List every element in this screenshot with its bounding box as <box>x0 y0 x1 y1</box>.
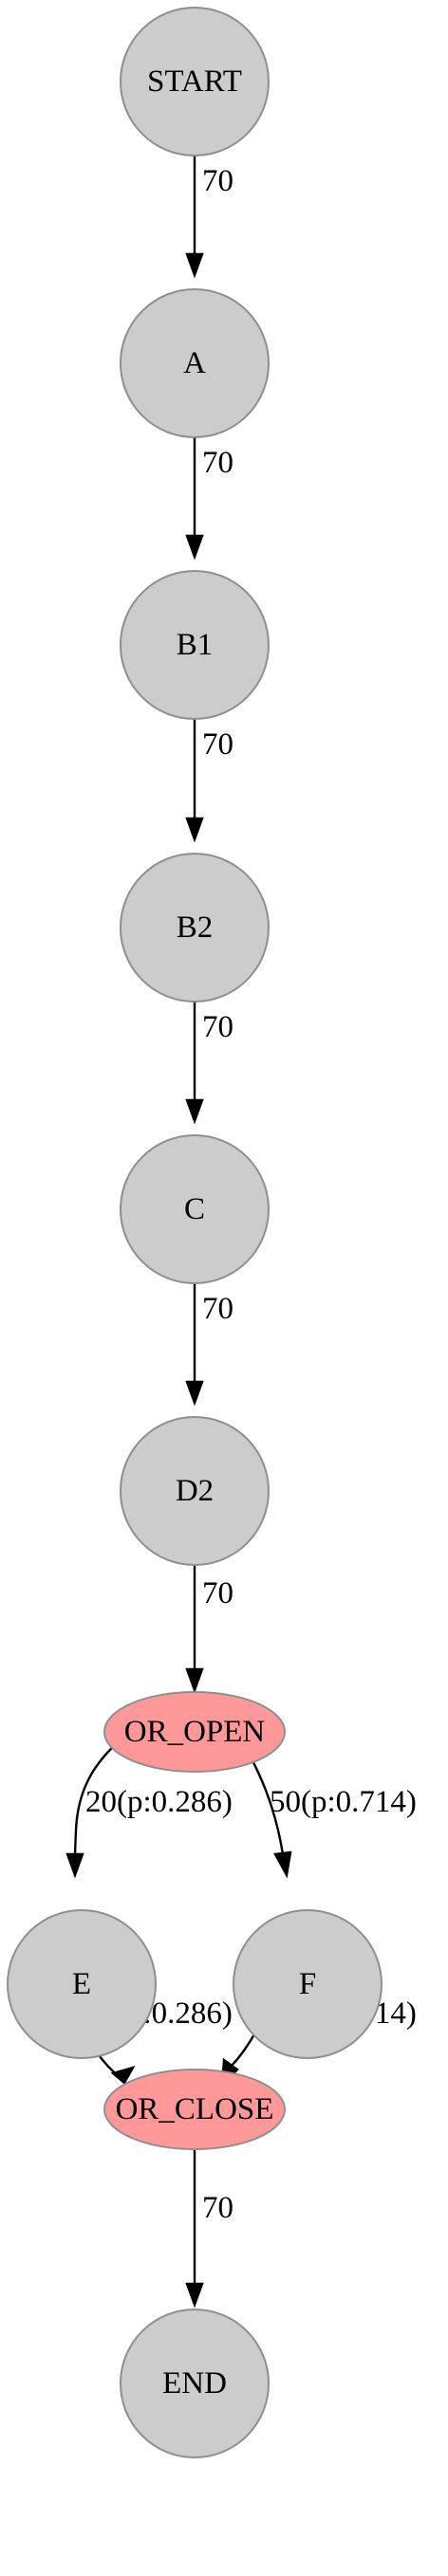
node-label-c: C <box>184 1192 205 1226</box>
edge-label-b2-to-c: 70 <box>202 1010 233 1044</box>
edge-label-b1-to-b2: 70 <box>202 727 233 762</box>
edge-label-or-open-to-f: 50(p:0.714) <box>270 1785 417 1819</box>
node-label-or-close: OR_CLOSE <box>116 2092 274 2126</box>
node-label-or-open: OR_OPEN <box>124 1715 266 1749</box>
node-end: END <box>120 2309 270 2458</box>
node-or-close: OR_CLOSE <box>103 2069 286 2150</box>
node-label-a: A <box>183 346 206 380</box>
edge-label-or-open-to-e: 20(p:0.286) <box>85 1785 233 1819</box>
edge-label-d2-to-or-open: 70 <box>202 1576 233 1610</box>
node-label-d2: D2 <box>176 1474 214 1508</box>
edge-label-a-to-b1: 70 <box>202 446 233 480</box>
node-d2: D2 <box>120 1416 270 1566</box>
edge-label-c-to-d2: 70 <box>202 1292 233 1326</box>
node-label-start: START <box>147 64 242 99</box>
node-or-open: OR_OPEN <box>103 1691 286 1773</box>
edge-label-or-close-to-end: 70 <box>202 2191 233 2225</box>
node-start: START <box>120 7 270 156</box>
node-c: C <box>120 1134 270 1284</box>
node-label-end: END <box>162 2366 227 2401</box>
node-e: E <box>7 1909 157 2059</box>
node-label-b1: B1 <box>177 628 214 662</box>
node-label-f: F <box>299 1967 316 2001</box>
node-b1: B1 <box>120 570 270 720</box>
edge-b1-to-b2: 70 <box>185 674 233 843</box>
node-label-b2: B2 <box>177 911 214 945</box>
edge-start-to-a: 70 <box>185 110 233 279</box>
node-b2: B2 <box>120 853 270 1003</box>
node-f: F <box>233 1909 383 2059</box>
node-a: A <box>120 288 270 438</box>
edge-label-start-to-a: 70 <box>202 164 233 198</box>
edge-or-open-to-e: 20(p:0.286) <box>65 1725 233 1879</box>
edge-or-close-to-end: 70 <box>185 2134 233 2309</box>
edge-or-open-to-f: 50(p:0.714) <box>231 1725 417 1879</box>
node-label-e: E <box>72 1967 91 2001</box>
